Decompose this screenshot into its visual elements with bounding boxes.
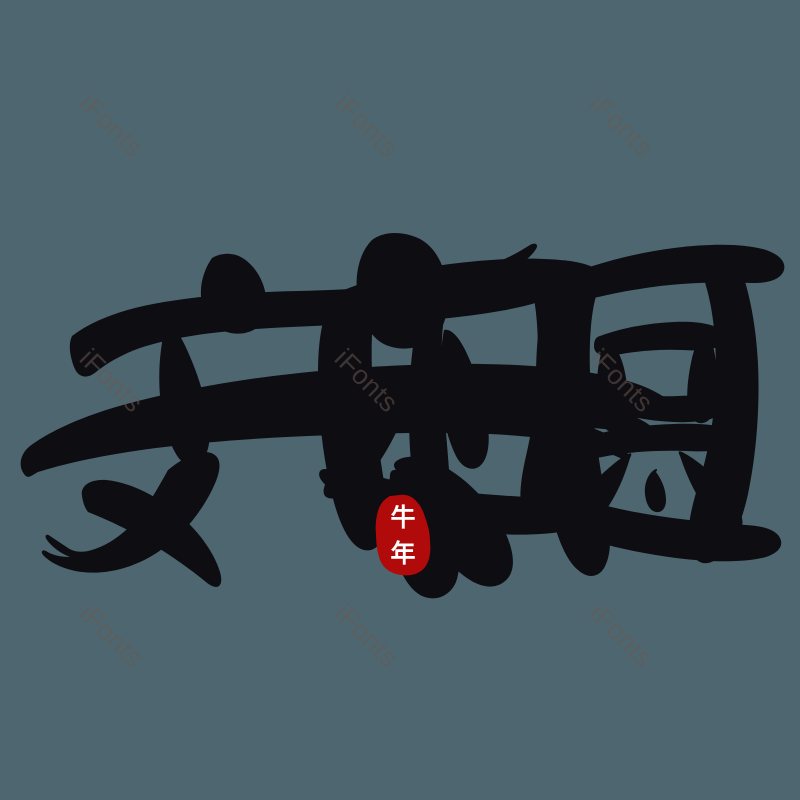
character-yuan [536, 244, 785, 576]
seal-glyph-top: 牛 [390, 504, 415, 532]
seal-shape [375, 494, 431, 576]
seal-glyph-bottom: 年 [390, 539, 415, 568]
seal-stamp: 牛 年 [373, 494, 433, 576]
